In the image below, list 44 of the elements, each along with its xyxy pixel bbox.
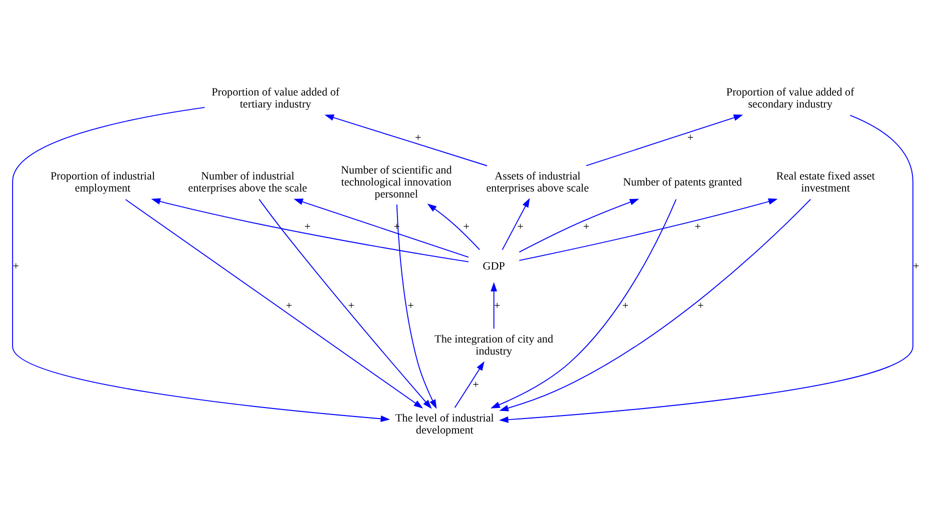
edge-label: +: [408, 299, 414, 312]
node-text: Real estate fixed asset investment: [776, 170, 875, 194]
node-text: Assets of industrial enterprises above scale: [486, 170, 589, 194]
node-text: Proportion of value added of secondary industry: [726, 86, 854, 110]
edge-label: +: [517, 220, 524, 233]
arrow: [12, 106, 390, 422]
arrow: [518, 198, 640, 252]
node-text: The level of industrial development: [395, 412, 494, 436]
arrow: [324, 114, 488, 166]
node-text: Number of scientific and technological innovation personnel: [340, 164, 452, 200]
arrow: [499, 198, 812, 411]
node-text: Number of patents granted: [623, 176, 742, 188]
edge-label: +: [583, 220, 590, 233]
arrow: [258, 198, 432, 408]
arrow: [125, 198, 424, 408]
edge-label: +: [694, 220, 701, 233]
arrow: [151, 198, 470, 262]
edge-label: +: [913, 260, 920, 272]
edge-label: +: [348, 299, 354, 312]
arrow: [427, 203, 480, 250]
arrow: [499, 114, 914, 422]
edge-label: +: [622, 299, 628, 312]
node-text: Proportion of industrial employment: [50, 170, 155, 194]
arrow: [294, 198, 469, 258]
edge-label: +: [472, 378, 479, 390]
arrow: [502, 198, 530, 250]
edge-label: +: [286, 299, 292, 312]
arrow: [396, 204, 437, 408]
edge-label: +: [304, 220, 311, 233]
arrow: [490, 282, 498, 329]
arrow: [490, 198, 677, 408]
node-text: GDP: [482, 260, 506, 272]
arrow: [518, 198, 778, 260]
edge-label: +: [494, 299, 500, 312]
edge-label: +: [12, 260, 19, 272]
edge-label: +: [687, 131, 694, 144]
edge-label: +: [697, 299, 704, 312]
arrow: [454, 360, 484, 408]
edge-label: +: [463, 220, 470, 233]
node-text: The integration of city and industry: [434, 332, 554, 358]
node-text: Number of industrial enterprises above the scale: [188, 170, 308, 194]
edge-label: +: [415, 131, 422, 144]
node-text: Proportion of value added of tertiary industry: [212, 86, 340, 110]
arrow: [586, 114, 744, 166]
